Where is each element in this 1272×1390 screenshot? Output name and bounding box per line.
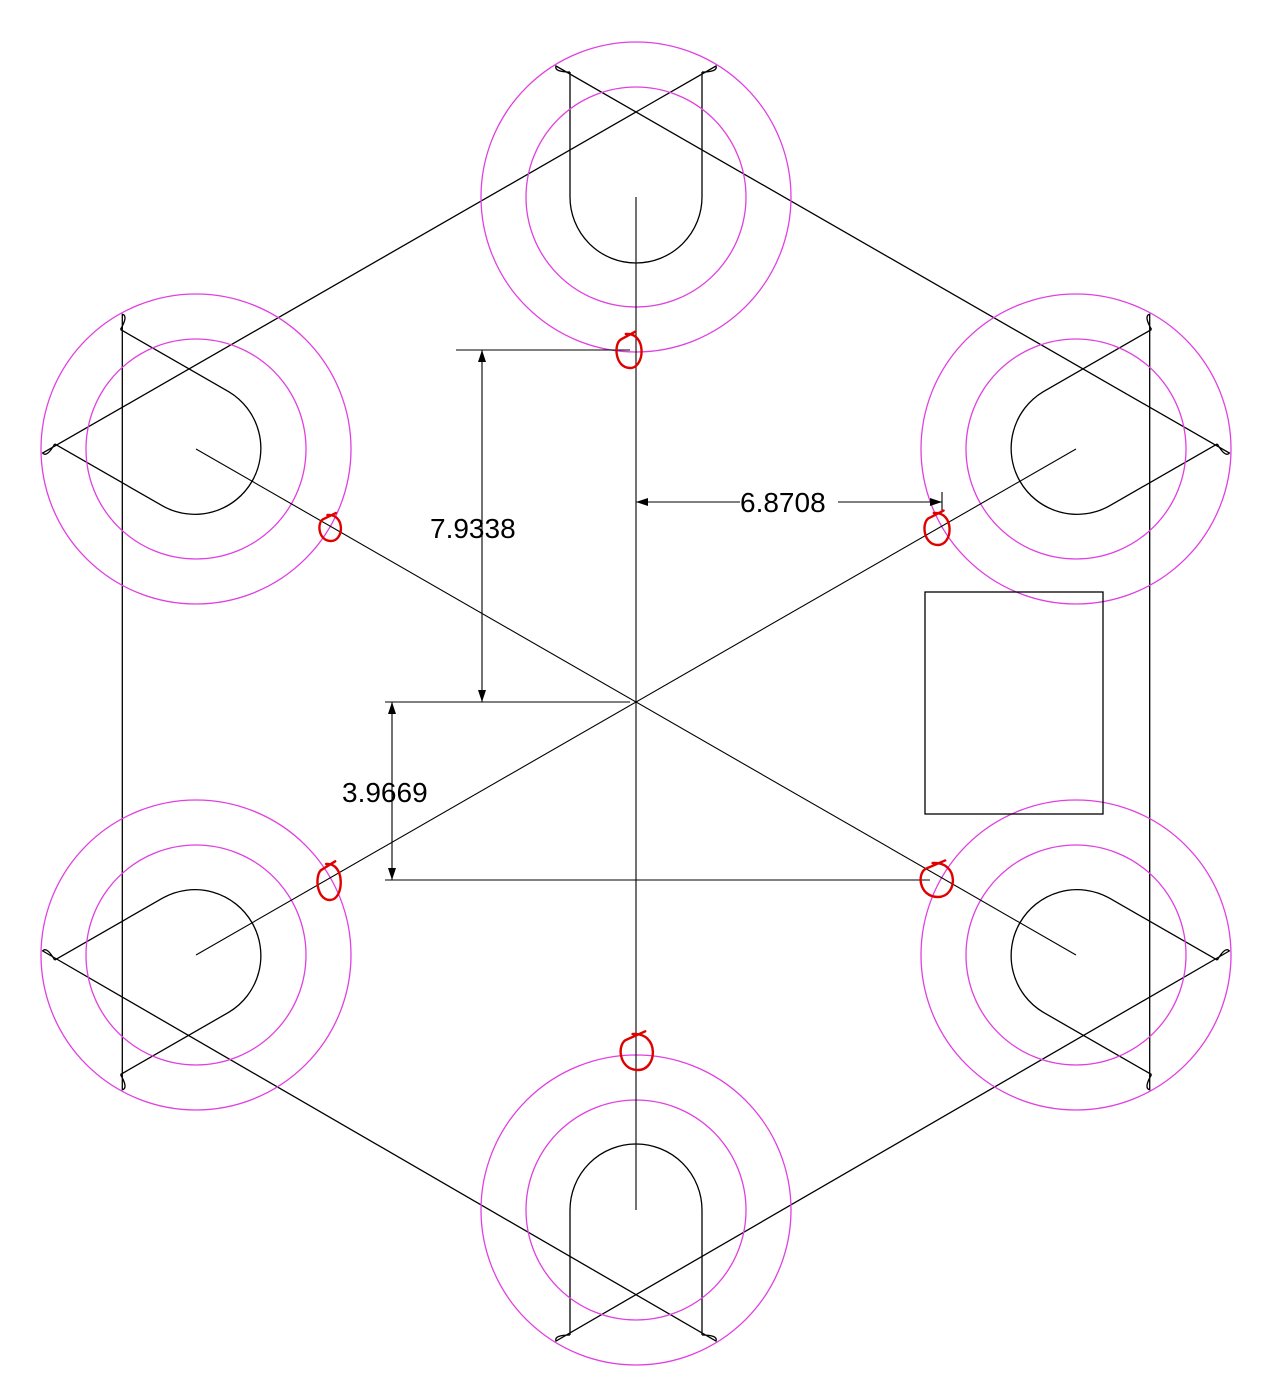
arrow-head-up	[478, 350, 486, 362]
inner-circle-top-right	[965, 338, 1187, 560]
dimension-label-horizontal: 6.8708	[740, 487, 826, 518]
dimension-vertical-lower	[385, 701, 930, 881]
plate-edge-5	[41, 65, 717, 455]
plate-outline	[41, 65, 1231, 1342]
plate-edge-4	[119, 313, 126, 1091]
plate-edge-0	[555, 65, 1231, 455]
arrow-head-down	[478, 690, 486, 702]
plate-edge-3	[41, 949, 717, 1342]
plate-edge-1	[1146, 313, 1153, 1091]
outer-circle-bottom-right	[920, 799, 1232, 1111]
red-marker-top	[615, 330, 643, 370]
arrow-head-left	[636, 498, 648, 506]
plate-edge-2	[555, 949, 1231, 1342]
red-marker-top-right	[923, 509, 951, 547]
inner-circle-top-left	[85, 338, 307, 560]
inner-circle-bottom-right	[965, 844, 1187, 1066]
arrow-head-down	[388, 868, 396, 880]
rectangular-cutout	[924, 591, 1104, 815]
arrow-head-up	[388, 702, 396, 714]
outer-circle-top-left	[40, 293, 352, 605]
arrow-head-right	[930, 498, 942, 506]
red-marker-bottom	[619, 1030, 655, 1072]
red-marker-top-left	[318, 511, 343, 543]
inner-circle-bottom-left	[85, 844, 307, 1066]
outer-circle-bottom-left	[40, 799, 352, 1111]
dimension-label-vertical-upper: 7.9338	[430, 513, 516, 544]
dimension-label-vertical-lower: 3.9669	[342, 777, 428, 808]
red-marker-bottom-right	[919, 859, 955, 899]
dimension-horizontal	[636, 492, 943, 512]
dimension-vertical-upper	[456, 349, 630, 703]
red-markers	[316, 330, 955, 1072]
center-line-diagonal-up	[195, 448, 1077, 956]
red-marker-bottom-left	[316, 860, 342, 902]
outer-circle-top-right	[920, 293, 1232, 605]
